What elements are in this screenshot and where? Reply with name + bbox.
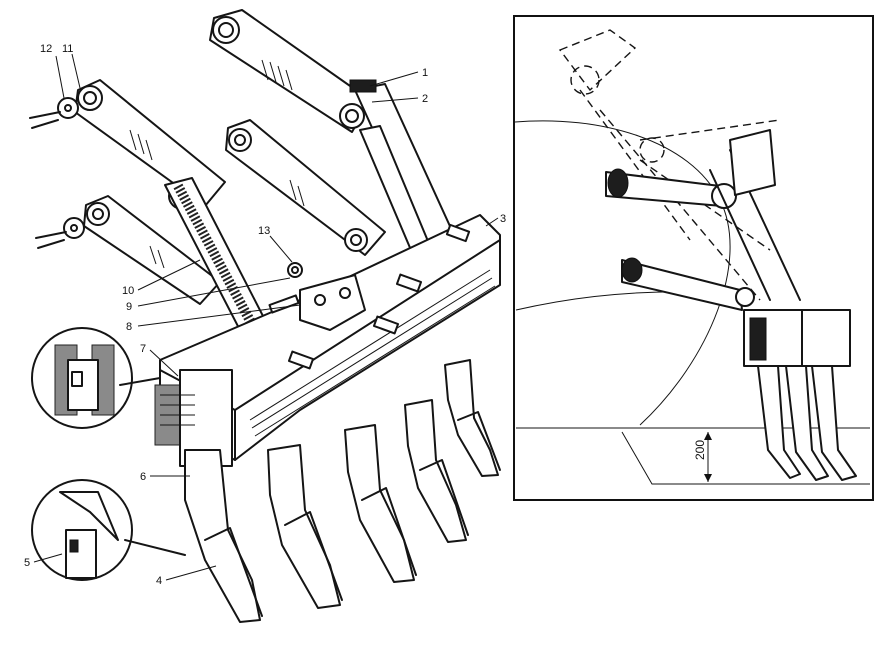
- callout-7: 7: [140, 343, 146, 355]
- callout-12: 12: [40, 43, 52, 55]
- callout-2: 2: [422, 93, 428, 105]
- shank-5: [444, 359, 501, 477]
- shank-2: [267, 444, 343, 609]
- pin-washer-upper: [29, 97, 79, 129]
- side-linkage: [605, 129, 801, 311]
- callout-5: 5: [24, 557, 30, 569]
- depth-dimension-value: 200: [693, 440, 707, 460]
- callout-4: 4: [156, 575, 162, 587]
- side-ripper: [743, 309, 857, 481]
- middle-link: [225, 119, 386, 256]
- side-view-panel: 200: [513, 15, 874, 501]
- upper-link-rear: [209, 9, 371, 133]
- callout-10: 10: [122, 285, 134, 297]
- detail-tooth-lock: [31, 479, 186, 581]
- callout-1: 1: [422, 67, 428, 79]
- upper-link-left: [74, 79, 226, 210]
- depth-dimension: 200: [693, 432, 712, 482]
- callout-labels: 1 2 3 4 5 6 7 8 9 10 11 12 13: [24, 43, 506, 587]
- end-plate: [154, 369, 233, 467]
- shank-3: [344, 424, 417, 583]
- shank-1: [184, 449, 263, 623]
- callout-11: 11: [62, 43, 73, 55]
- ripper-isometric-view: 1 2 3 4 5 6 7 8 9 10 11 12 13: [24, 9, 506, 623]
- pin-washer-lower: [35, 217, 85, 249]
- callout-leaders: [33, 53, 499, 581]
- detail-section-view: [31, 327, 161, 429]
- shank-4: [404, 399, 469, 543]
- callout-8: 8: [126, 321, 132, 333]
- callout-9: 9: [126, 301, 132, 313]
- callout-13: 13: [258, 225, 270, 237]
- side-view-frame: [513, 15, 874, 501]
- callout-6: 6: [140, 471, 146, 483]
- callout-3: 3: [500, 213, 506, 225]
